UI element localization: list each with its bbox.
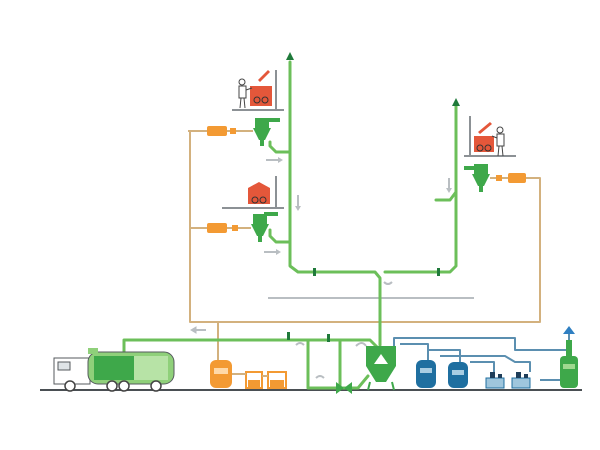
worker-icon	[238, 78, 246, 86]
pipe-valves	[287, 268, 440, 342]
kitchen-station-right	[446, 116, 526, 193]
worker-icon	[496, 126, 504, 134]
flow-arrow-icon	[295, 195, 301, 211]
exhaust-arrow-icon	[563, 326, 575, 334]
kitchen-station-middle	[207, 176, 284, 255]
vent-right	[452, 98, 460, 106]
grease-separator-tanks	[210, 360, 287, 389]
pump-units	[485, 372, 531, 389]
kitchen-station-top	[207, 70, 284, 163]
check-valve-icon	[336, 382, 352, 394]
storage-tank-2	[448, 362, 468, 388]
vacuum-unit	[560, 332, 578, 388]
flow-arrows	[190, 281, 393, 379]
cyclone-separator	[366, 346, 396, 391]
vent-left	[286, 52, 294, 60]
storage-tank-1	[416, 360, 436, 388]
collection-truck	[53, 348, 175, 392]
blue-pipe-network	[393, 337, 570, 381]
